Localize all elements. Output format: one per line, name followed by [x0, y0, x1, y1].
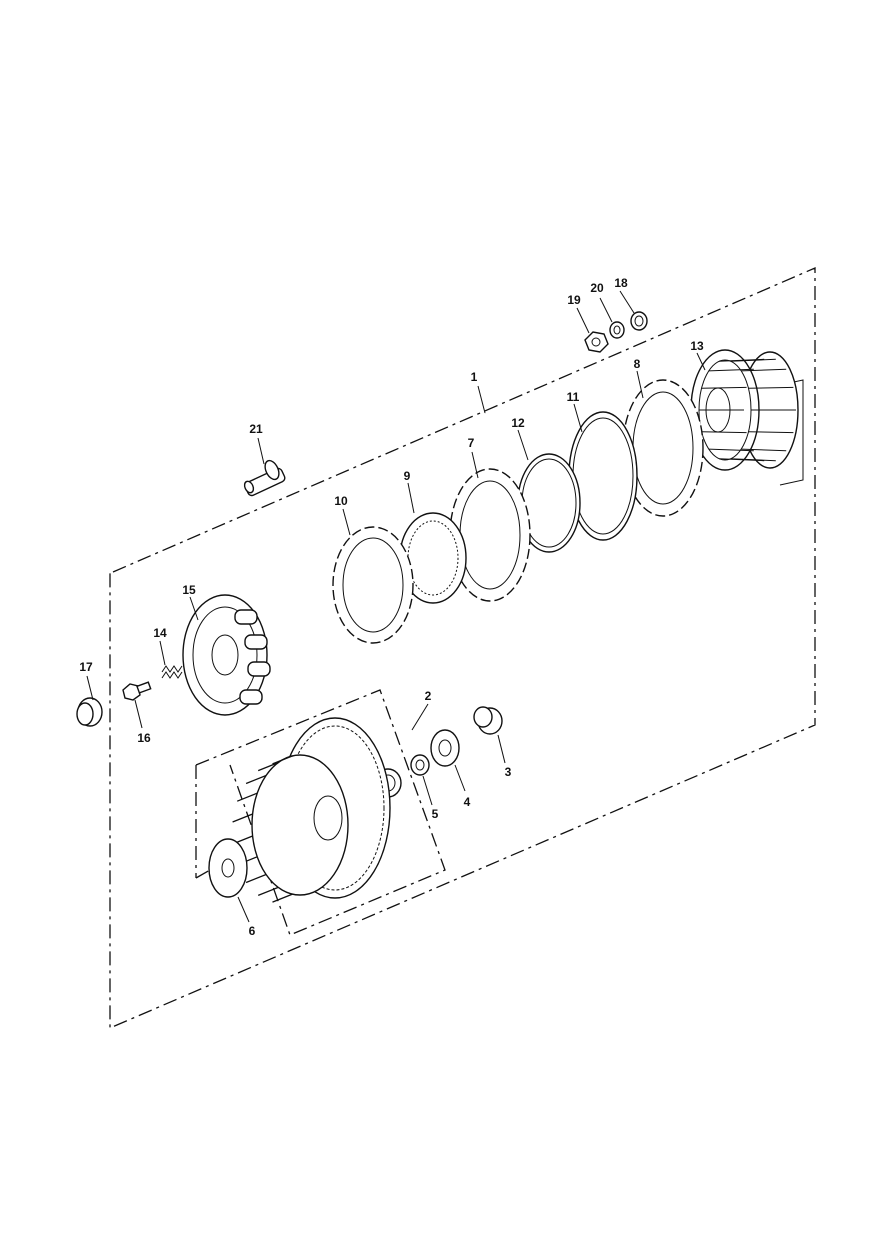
callout-2: 2	[425, 689, 432, 703]
hub-spline	[708, 448, 754, 452]
callout-20: 20	[590, 281, 604, 295]
callout-12: 12	[511, 416, 525, 430]
hub-spline	[741, 368, 787, 372]
drum-finger	[272, 755, 293, 765]
part-6-thrust-washer	[208, 838, 248, 898]
part-16-bolt	[122, 681, 152, 701]
part-15-pressure-plate	[182, 594, 271, 716]
callout-7: 7	[468, 436, 475, 450]
subassembly-boundary	[195, 689, 446, 936]
drum-finger	[257, 761, 279, 772]
hub-spline	[719, 458, 765, 462]
callout-15: 15	[182, 583, 196, 597]
callout-13: 13	[690, 339, 704, 353]
part-2-clutch-drum	[232, 717, 391, 903]
part-17-bearing	[76, 697, 103, 727]
hub-spline	[748, 431, 794, 434]
part-3-bush	[473, 706, 503, 735]
hub-spline	[701, 431, 747, 434]
hub-spline	[708, 368, 754, 372]
callout-21: 21	[249, 422, 263, 436]
hub-spline	[730, 458, 776, 462]
callout-4: 4	[464, 795, 471, 809]
hub-spline	[748, 386, 794, 389]
part-20-washer	[609, 321, 625, 339]
part-11-wire-ring	[568, 411, 638, 541]
callout-6: 6	[249, 924, 256, 938]
callout-8: 8	[634, 357, 641, 371]
part-8-friction-plate	[622, 379, 704, 517]
part-14-spring	[161, 665, 183, 679]
drum-finger	[245, 774, 267, 785]
leader-lines	[86, 290, 706, 923]
part-4-oil-pump-drive	[430, 729, 460, 767]
callout-18: 18	[614, 276, 628, 290]
part-5-spacer	[410, 754, 430, 776]
part-13-clutch-hub	[690, 349, 799, 471]
part-21-lifter-pin	[243, 459, 286, 497]
hub-spline	[719, 358, 765, 362]
callout-17: 17	[79, 660, 93, 674]
callout-10: 10	[334, 494, 348, 508]
callout-9: 9	[404, 469, 411, 483]
callout-14: 14	[153, 626, 167, 640]
hub-spline	[730, 358, 776, 362]
drum-finger	[272, 893, 293, 903]
drum-finger	[245, 873, 267, 884]
hub-spline	[701, 386, 747, 389]
hub-spline	[741, 448, 787, 452]
drum-finger	[257, 886, 279, 897]
drum-finger	[232, 813, 253, 823]
callout-19: 19	[567, 293, 581, 307]
assembly-boundary	[109, 267, 816, 1029]
part-10-friction-plate	[332, 526, 414, 644]
callout-11: 11	[567, 390, 580, 404]
callout-1: 1	[471, 370, 478, 384]
callout-5: 5	[432, 807, 439, 821]
callout-labels: 1 2 3 4 5 6 7 8 9 10 11 12 13 14 15 16 1…	[79, 276, 704, 938]
part-18-washer	[630, 311, 648, 331]
callout-16: 16	[137, 731, 151, 745]
callout-3: 3	[505, 765, 512, 779]
drum-finger	[236, 792, 258, 802]
part-19-nut	[584, 331, 609, 353]
